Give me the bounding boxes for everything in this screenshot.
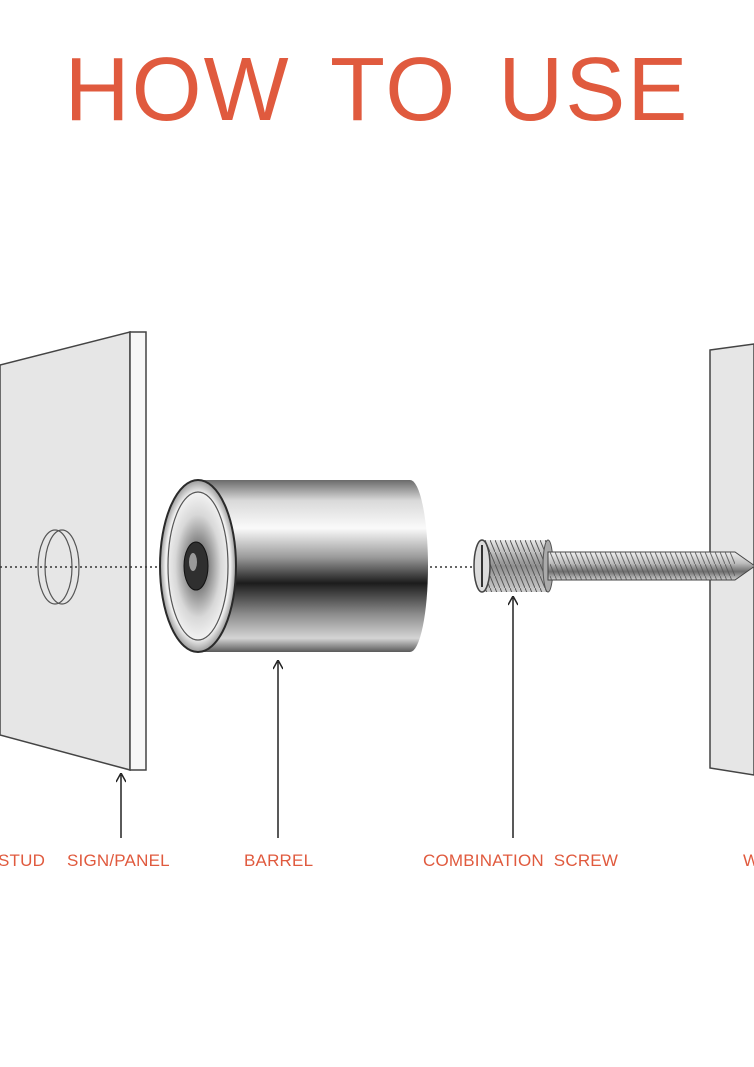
stud-label: STUD	[0, 851, 46, 870]
page-title: HOW TO USE	[64, 40, 690, 140]
sign-panel-illustration	[0, 331, 147, 771]
wall-label: W	[743, 851, 754, 870]
combination-screw-label: COMBINATION SCREW	[423, 851, 619, 870]
barrel-illustration	[159, 479, 428, 653]
combination-screw-illustration	[473, 539, 754, 593]
callout-arrows	[121, 598, 513, 838]
barrel-label: BARREL	[244, 851, 314, 870]
sign-panel-label: SIGN/PANEL	[67, 851, 170, 870]
